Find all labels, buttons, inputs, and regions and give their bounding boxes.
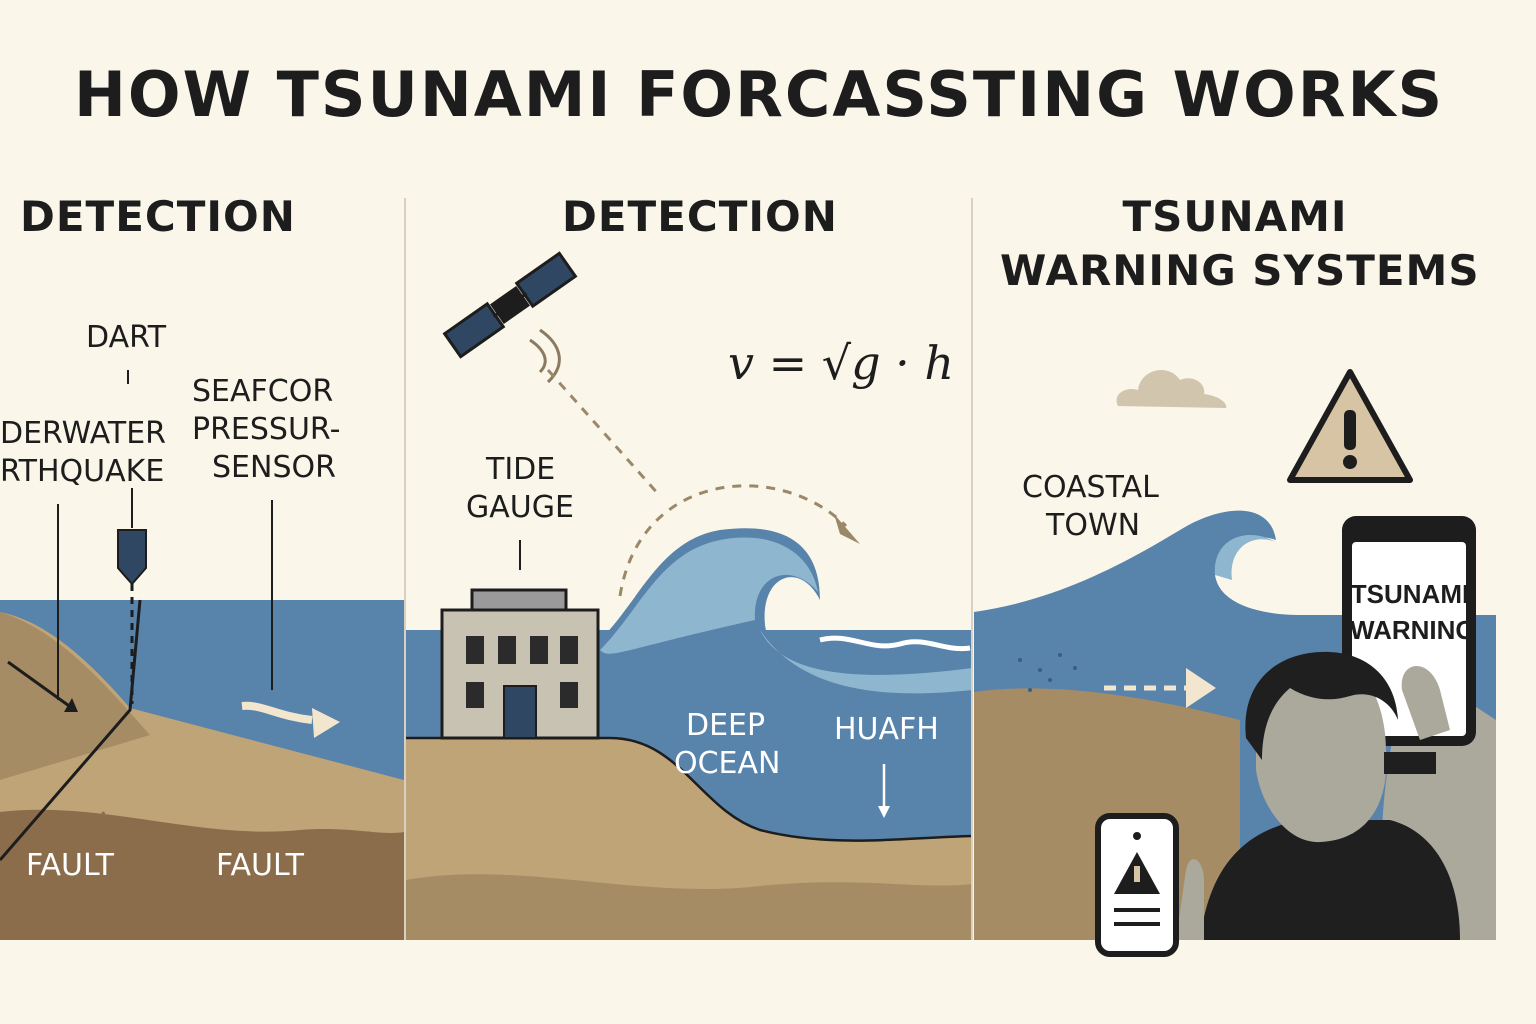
panel-divider-2 xyxy=(971,198,973,940)
tide-label-line-2: GAUGE xyxy=(466,490,574,525)
quake-label-line-2: RTHQUAKE xyxy=(0,454,165,489)
person-shirt xyxy=(1200,820,1460,940)
spray-dots xyxy=(1018,653,1077,692)
coastal-label-line-1: COASTAL xyxy=(1022,470,1159,505)
satellite-link-arrow xyxy=(546,369,662,497)
propagation-arrow xyxy=(618,484,848,597)
phone-small-camera xyxy=(1133,832,1141,840)
fault-line xyxy=(0,599,142,861)
phone-small-warning-mark xyxy=(1134,866,1140,882)
deep-earth xyxy=(0,809,404,940)
small-hand xyxy=(1176,859,1204,940)
thumb xyxy=(1401,665,1450,740)
phone-warning-line-2: WARNING xyxy=(1350,615,1476,645)
wave-crest-3 xyxy=(1214,534,1276,580)
satellite-icon xyxy=(442,251,578,359)
coastal-label-line-2: TOWN xyxy=(1046,508,1141,543)
panel-2-scene xyxy=(406,251,973,940)
warning-mark xyxy=(1344,410,1356,450)
signal-wave-2 xyxy=(539,328,561,384)
building-door xyxy=(503,685,537,739)
dart-label: DART xyxy=(86,320,167,355)
phone-warning-text: TSUNAMI WARNING xyxy=(1350,576,1476,648)
dart-buoy-icon xyxy=(117,529,147,586)
panel-3-title-line-1: TSUNAMI xyxy=(1122,192,1348,241)
deep-earth-2 xyxy=(406,874,972,940)
depth-arrow-head xyxy=(878,806,890,818)
fault-label-left: FAULT xyxy=(26,848,114,883)
panel-divider-1 xyxy=(404,198,406,940)
panel-2-title: DETECTION xyxy=(562,192,838,241)
phone-side xyxy=(1384,752,1436,774)
wave-direction-arrow-head xyxy=(1186,668,1216,708)
tide-label-line-1: TIDE xyxy=(486,452,556,487)
wave-crest xyxy=(600,537,818,654)
building-windows xyxy=(466,636,578,708)
sensor-label-line-1: SEAFCOR xyxy=(192,374,334,409)
huafh-label: HUAFH xyxy=(834,712,939,747)
deep-ocean-label-line-1: DEEP xyxy=(686,708,766,743)
panel-1-scene xyxy=(0,370,404,940)
sensor-label-line-3: SENSOR xyxy=(212,450,336,485)
signal-wave-1 xyxy=(529,338,547,374)
panel-3-scene xyxy=(974,369,1496,957)
panel-3-title-line-2: WARNING SYSTEMS xyxy=(1000,246,1480,295)
current-arrow-head xyxy=(312,708,340,738)
quake-arrow xyxy=(7,660,73,710)
phone-warning-line-1: TSUNAMI xyxy=(1350,579,1470,609)
sensor-label-line-2: PRESSUR- xyxy=(192,412,341,447)
wave-foam xyxy=(760,630,972,694)
person-face xyxy=(1256,656,1387,843)
quake-label-line-1: DERWATER xyxy=(0,416,167,451)
hill-slope xyxy=(0,612,150,780)
panel-1-title: DETECTION xyxy=(20,192,296,241)
deep-ocean-label-line-2: OCEAN xyxy=(674,746,781,781)
page-title: HOW TSUNAMI FORCASSTING WORKS xyxy=(74,58,1445,131)
fault-label-right: FAULT xyxy=(216,848,304,883)
propagation-arrow-head xyxy=(834,514,860,544)
person-hair xyxy=(1245,651,1398,760)
current-arrow xyxy=(241,701,313,724)
quake-arrow-head xyxy=(64,698,78,712)
cloud-icon xyxy=(1116,369,1227,408)
fault-motion-arrow xyxy=(91,811,111,832)
seabed-outline xyxy=(406,736,973,842)
warning-dot xyxy=(1343,455,1357,469)
wave-ripple xyxy=(819,635,971,652)
wave-speed-formula: v = √g · h xyxy=(728,336,955,390)
